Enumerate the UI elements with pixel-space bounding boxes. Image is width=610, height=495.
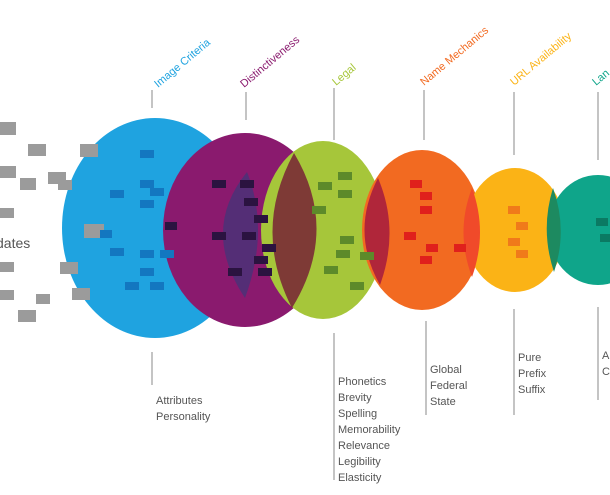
stage-label: Distinctiveness [238,34,302,91]
candidate-square [18,310,36,322]
criteria-item: Spelling [338,408,377,420]
candidate-square [0,166,16,178]
candidate-square [150,282,164,290]
criteria-item: Relevance [338,440,390,452]
candidate-square [100,230,112,238]
criteria-item: Global [430,364,462,376]
candidate-square [58,180,72,190]
candidate-square [426,244,438,252]
candidate-square [20,178,36,190]
candidate-square [0,262,14,272]
candidate-square [110,190,124,198]
criteria-item: Attributes [156,395,203,407]
candidate-square [140,268,154,276]
candidate-square [420,206,432,214]
criteria-item: Personality [156,411,211,423]
candidate-square [516,222,528,230]
criteria-item: Suffix [518,384,546,396]
stage-label: Legal [330,62,358,88]
candidate-square [110,248,124,256]
candidate-square [0,290,14,300]
candidate-square [338,190,352,198]
candidate-square [254,256,268,264]
candidate-square [454,244,466,252]
candidate-square [72,288,90,300]
criteria-item: State [430,396,456,408]
leader-lines [151,88,599,480]
candidate-square [324,266,338,274]
stage-label: Lan [590,67,610,88]
candidate-square [254,215,268,223]
criteria-item: A [602,350,610,362]
candidate-square [240,180,254,188]
candidate-square [150,188,164,196]
candidate-square [420,256,432,264]
criteria-item: Memorability [338,424,401,436]
candidate-square [212,180,226,188]
candidate-square [340,236,354,244]
candidate-square [165,222,177,230]
candidate-square [600,234,610,242]
overlap-region [272,153,317,308]
candidate-square [258,268,272,276]
criteria-item: Phonetics [338,376,387,388]
candidate-square [84,224,104,238]
candidate-square [508,206,520,214]
candidate-square [80,144,98,157]
stage-circle [465,168,565,292]
candidate-square [312,206,326,214]
candidate-square [228,268,242,276]
candidate-square [350,282,364,290]
criteria-item: C [602,366,610,378]
candidate-square [28,144,46,156]
stage-circles [62,118,610,338]
stage-circle [548,175,610,285]
stage-label: Name Mechanics [418,24,491,88]
candidate-square [244,198,258,206]
candidate-square [262,244,276,252]
overlap-region [546,188,561,272]
candidate-square [0,208,14,218]
candidate-square [360,252,374,260]
candidate-square [318,182,332,190]
criteria-item: Elasticity [338,472,382,484]
candidate-square [596,218,608,226]
candidate-square [508,238,520,246]
candidate-square [60,262,78,274]
candidate-square [336,250,350,258]
stage-label: Image Criteria [152,36,213,90]
candidate-square [36,294,50,304]
candidate-square [410,180,422,188]
stage-label: URL Availability [508,30,574,88]
candidate-squares [0,122,610,322]
stage-circle [362,150,482,310]
candidate-square [140,200,154,208]
candidate-square [160,250,174,258]
candidate-square [212,232,226,240]
criteria-item: Brevity [338,392,372,404]
candidate-square [242,232,256,240]
candidate-square [516,250,528,258]
criteria-item: Legibility [338,456,381,468]
candidate-square [140,180,154,188]
candidate-square [420,192,432,200]
candidate-square [404,232,416,240]
candidate-square [140,150,154,158]
candidate-square [140,250,154,258]
candidate-square [0,122,16,135]
criteria-item: Pure [518,352,541,364]
candidates-label: dates [0,235,30,251]
candidate-square [125,282,139,290]
overlap-region [463,188,480,277]
criteria-item: Federal [430,380,467,392]
criteria-item: Prefix [518,368,547,380]
candidate-square [338,172,352,180]
